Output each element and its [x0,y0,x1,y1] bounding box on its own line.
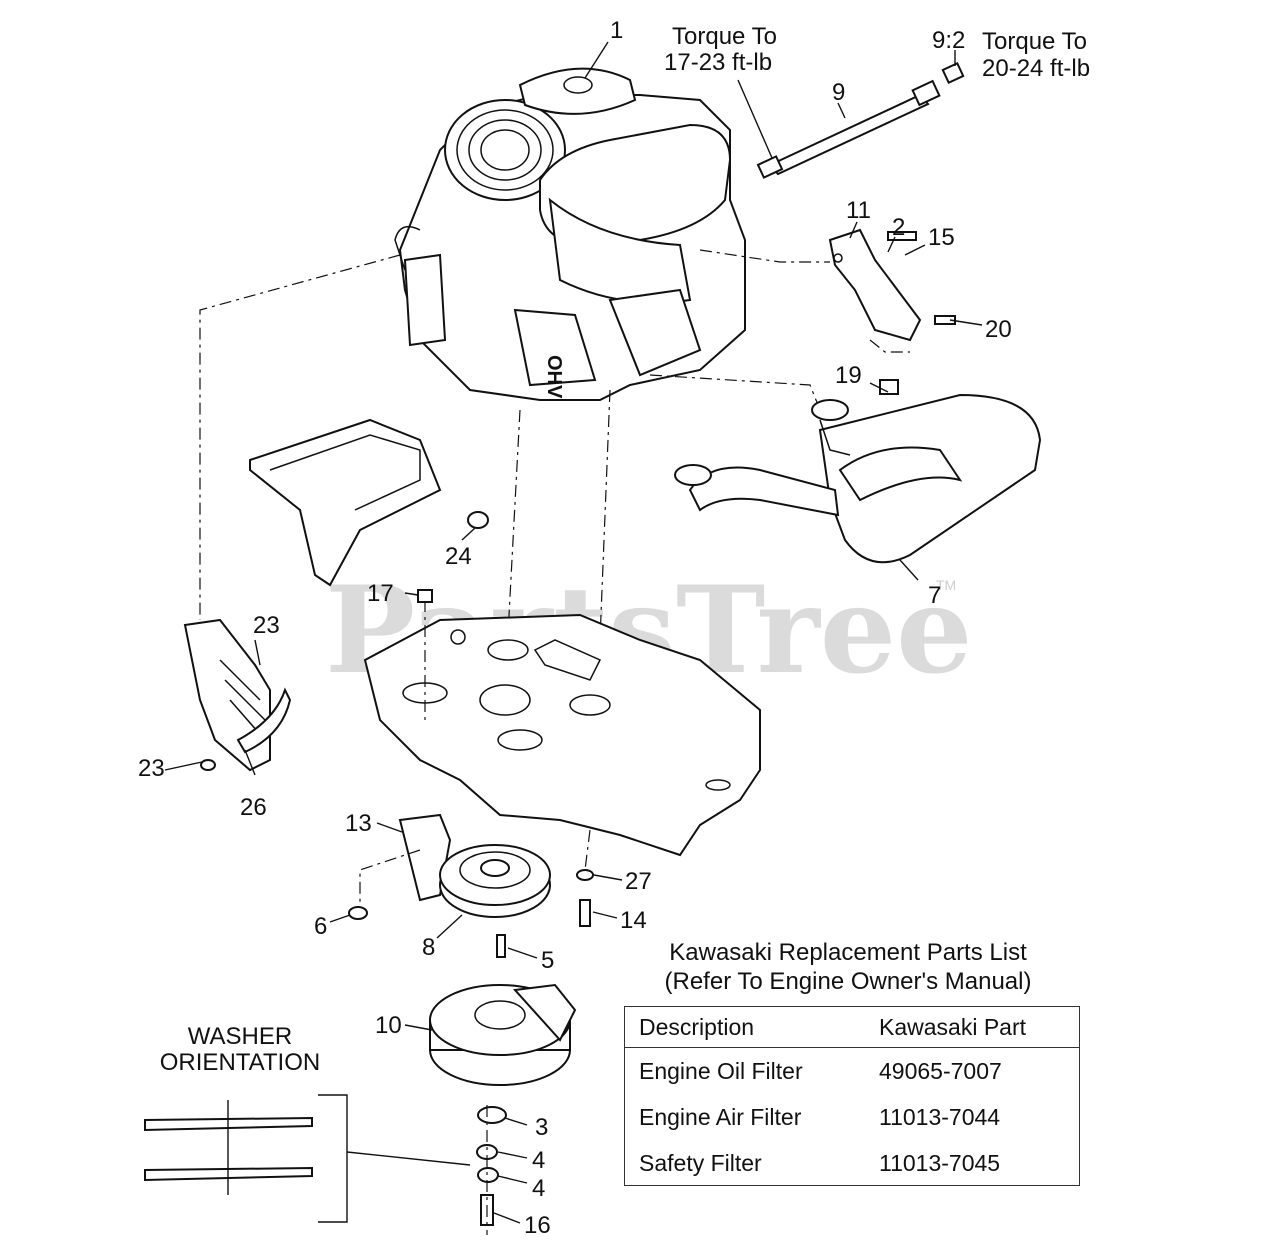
table-row: Engine Air Filter 11013-7044 [625,1094,1079,1140]
callout-8: 8 [422,934,435,961]
washer-orientation-figure [144,1094,471,1223]
table-row: Safety Filter 11013-7045 [625,1140,1079,1186]
clutch-hardware [476,1105,507,1235]
washer-orientation-title: WASHER ORIENTATION [140,1024,340,1076]
callout-3: 3 [535,1114,548,1141]
svg-text:OHV: OHV [543,355,565,399]
washer-title-line1: WASHER [187,1023,293,1050]
callout-15: 15 [928,224,955,251]
callout-1: 1 [610,17,623,44]
callout-7: 7 [928,582,941,609]
oil-line [756,61,965,179]
oil-filter-guard [183,618,292,772]
callout-5: 5 [541,947,554,974]
callout-14: 14 [620,907,647,934]
callout-leaders [164,41,983,1224]
header-description: Description [639,1013,755,1040]
callout-24: 24 [445,543,472,570]
header-kawasaki-part: Kawasaki Part [879,1013,1027,1040]
engine-deck-plate [363,613,761,857]
torque-note-right-line1: Torque To [982,28,1087,55]
row-part-number: 49065-7007 [879,1057,1002,1084]
pulley [439,844,551,958]
parts-list-title: Kawasaki Replacement Parts List (Refer T… [628,938,1068,996]
callout-9: 9 [832,79,845,106]
electric-clutch [429,983,577,1086]
parts-table-header: Description Kawasaki Part [625,1007,1079,1048]
callout-16: 16 [524,1212,551,1239]
callout-20: 20 [985,316,1012,343]
plate-hardware [417,589,594,927]
callout-23-upper: 23 [253,612,280,639]
torque-notes: Torque To 17-23 ft-lb Torque To 20-24 ft… [664,23,1090,82]
row-part-number: 11013-7045 [879,1149,1001,1176]
callout-4-lower: 4 [532,1175,545,1202]
heat-shield [249,418,489,587]
callout-6: 6 [314,913,327,940]
parts-list-title-line2: (Refer To Engine Owner's Manual) [664,968,1032,995]
parts-list-title-line1: Kawasaki Replacement Parts List [669,939,1027,966]
engine-assembly: OHV [394,67,746,401]
callout-13: 13 [345,810,372,837]
callout-23-lower: 23 [138,755,165,782]
watermark-tm: TM [936,577,956,593]
row-description: Engine Air Filter [639,1103,802,1130]
row-description: Engine Oil Filter [639,1057,803,1084]
callout-26: 26 [240,794,267,821]
callout-numbers: 1 9 9:2 11 2 15 20 19 7 24 17 23 23 26 1… [138,17,1012,1239]
row-description: Safety Filter [639,1149,762,1176]
callout-27: 27 [625,868,652,895]
torque-note-right-line2: 20-24 ft-lb [982,55,1090,82]
muffler [674,393,1042,564]
table-row: Engine Oil Filter 49065-7007 [625,1048,1079,1094]
callout-19: 19 [835,362,862,389]
callout-9-2: 9:2 [932,27,965,54]
callout-4-upper: 4 [532,1147,545,1174]
row-part-number: 11013-7044 [879,1103,1001,1130]
parts-list-table: Description Kawasaki Part Engine Oil Fil… [624,1006,1080,1186]
torque-note-left-line1: Torque To [672,23,777,50]
callout-11: 11 [846,197,871,224]
pulley-bracket [348,813,452,920]
washer-title-line2: ORIENTATION [159,1049,321,1076]
torque-note-left-line2: 17-23 ft-lb [664,49,772,76]
callout-2: 2 [892,214,905,241]
callout-17: 17 [367,580,394,607]
callout-10: 10 [375,1012,402,1039]
